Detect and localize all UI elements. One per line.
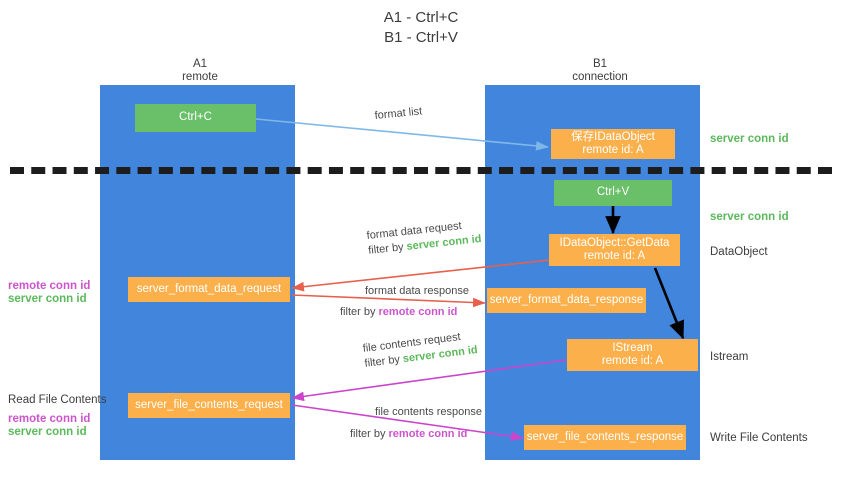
node-istream-label: IStream <box>612 341 653 354</box>
lane-a1-name: A1 <box>192 58 208 70</box>
annotation-read-file-contents: Read File Contents <box>8 394 107 406</box>
edge-label-fdres-prefix: filter by <box>340 306 379 318</box>
lane-header-a1: A1 remote <box>140 58 260 84</box>
node-save-idataobject[interactable]: 保存IDataObject remote id: A <box>551 129 675 159</box>
annotation-left-remote-conn-id-1: remote conn id <box>8 280 91 292</box>
node-ctrl-c[interactable]: Ctrl+C <box>135 104 256 132</box>
node-save-idataobject-label: 保存IDataObject <box>571 130 655 143</box>
annotation-dataobject: DataObject <box>710 246 768 258</box>
node-getdata-label: IDataObject::GetData <box>559 236 670 249</box>
node-istream[interactable]: IStream remote id: A <box>567 339 698 371</box>
edge-label-format-list: format list <box>374 104 423 124</box>
edge-label-file-contents-response: file contents response filter by remote … <box>350 405 483 442</box>
node-getdata[interactable]: IDataObject::GetData remote id: A <box>549 234 680 266</box>
node-save-idataobject-sub: remote id: A <box>582 144 644 156</box>
node-server-format-data-response[interactable]: server_format_data_response <box>487 288 646 313</box>
node-getdata-sub: remote id: A <box>583 250 646 262</box>
annotation-server-conn-id-top: server conn id <box>710 133 789 145</box>
node-server-file-contents-request-label: server_file_contents_request <box>135 398 283 411</box>
lane-header-b1: B1 connection <box>530 58 670 84</box>
edge-label-fcreq-prefix: filter by <box>363 353 404 370</box>
node-server-file-contents-response[interactable]: server_file_contents_response <box>524 425 686 450</box>
edge-label-fcres-line1: file contents response <box>375 406 483 418</box>
annotation-server-conn-id-mid: server conn id <box>710 211 789 223</box>
edge-label-fdres-line1: format data response <box>365 285 469 297</box>
edge-label-format-data-request: format data request filter by server con… <box>366 217 482 259</box>
annotation-left-server-conn-id-2: server conn id <box>8 426 87 438</box>
node-ctrl-c-label: Ctrl+C <box>179 111 212 124</box>
annotation-left-server-conn-id-1: server conn id <box>8 293 87 305</box>
annotation-write-file-contents: Write File Contents <box>710 432 808 444</box>
edge-label-fcres-value: remote conn id <box>388 428 468 440</box>
phase-divider <box>10 167 832 174</box>
node-istream-sub: remote id: A <box>601 355 664 367</box>
title-line-2: B1 - Ctrl+V <box>384 29 458 46</box>
lane-b1-name: B1 <box>592 58 608 70</box>
node-server-format-data-response-label: server_format_data_response <box>489 293 644 306</box>
edge-label-file-contents-request: file contents request filter by server c… <box>362 328 479 372</box>
node-server-format-data-request[interactable]: server_format_data_request <box>128 277 290 302</box>
title-line-1: A1 - Ctrl+C <box>383 9 459 26</box>
edge-label-format-data-response: format data response filter by remote co… <box>340 284 469 320</box>
edge-label-fcres-prefix: filter by <box>350 428 389 440</box>
node-server-format-data-request-label: server_format_data_request <box>136 282 282 295</box>
node-ctrl-v[interactable]: Ctrl+V <box>554 180 672 206</box>
lane-a1-role: remote <box>182 71 218 83</box>
node-server-file-contents-response-label: server_file_contents_response <box>526 430 684 443</box>
page-title: A1 - Ctrl+C B1 - Ctrl+V <box>0 8 842 48</box>
node-ctrl-v-label: Ctrl+V <box>596 186 630 199</box>
lane-b1-role: connection <box>572 71 628 83</box>
edge-label-fdres-value: remote conn id <box>378 306 458 318</box>
edge-label-format-list-text: format list <box>374 105 423 122</box>
annotation-left-remote-conn-id-2: remote conn id <box>8 413 91 425</box>
node-server-file-contents-request[interactable]: server_file_contents_request <box>128 393 290 418</box>
annotation-istream: Istream <box>710 351 749 363</box>
edge-label-fdreq-prefix: filter by <box>367 240 408 257</box>
